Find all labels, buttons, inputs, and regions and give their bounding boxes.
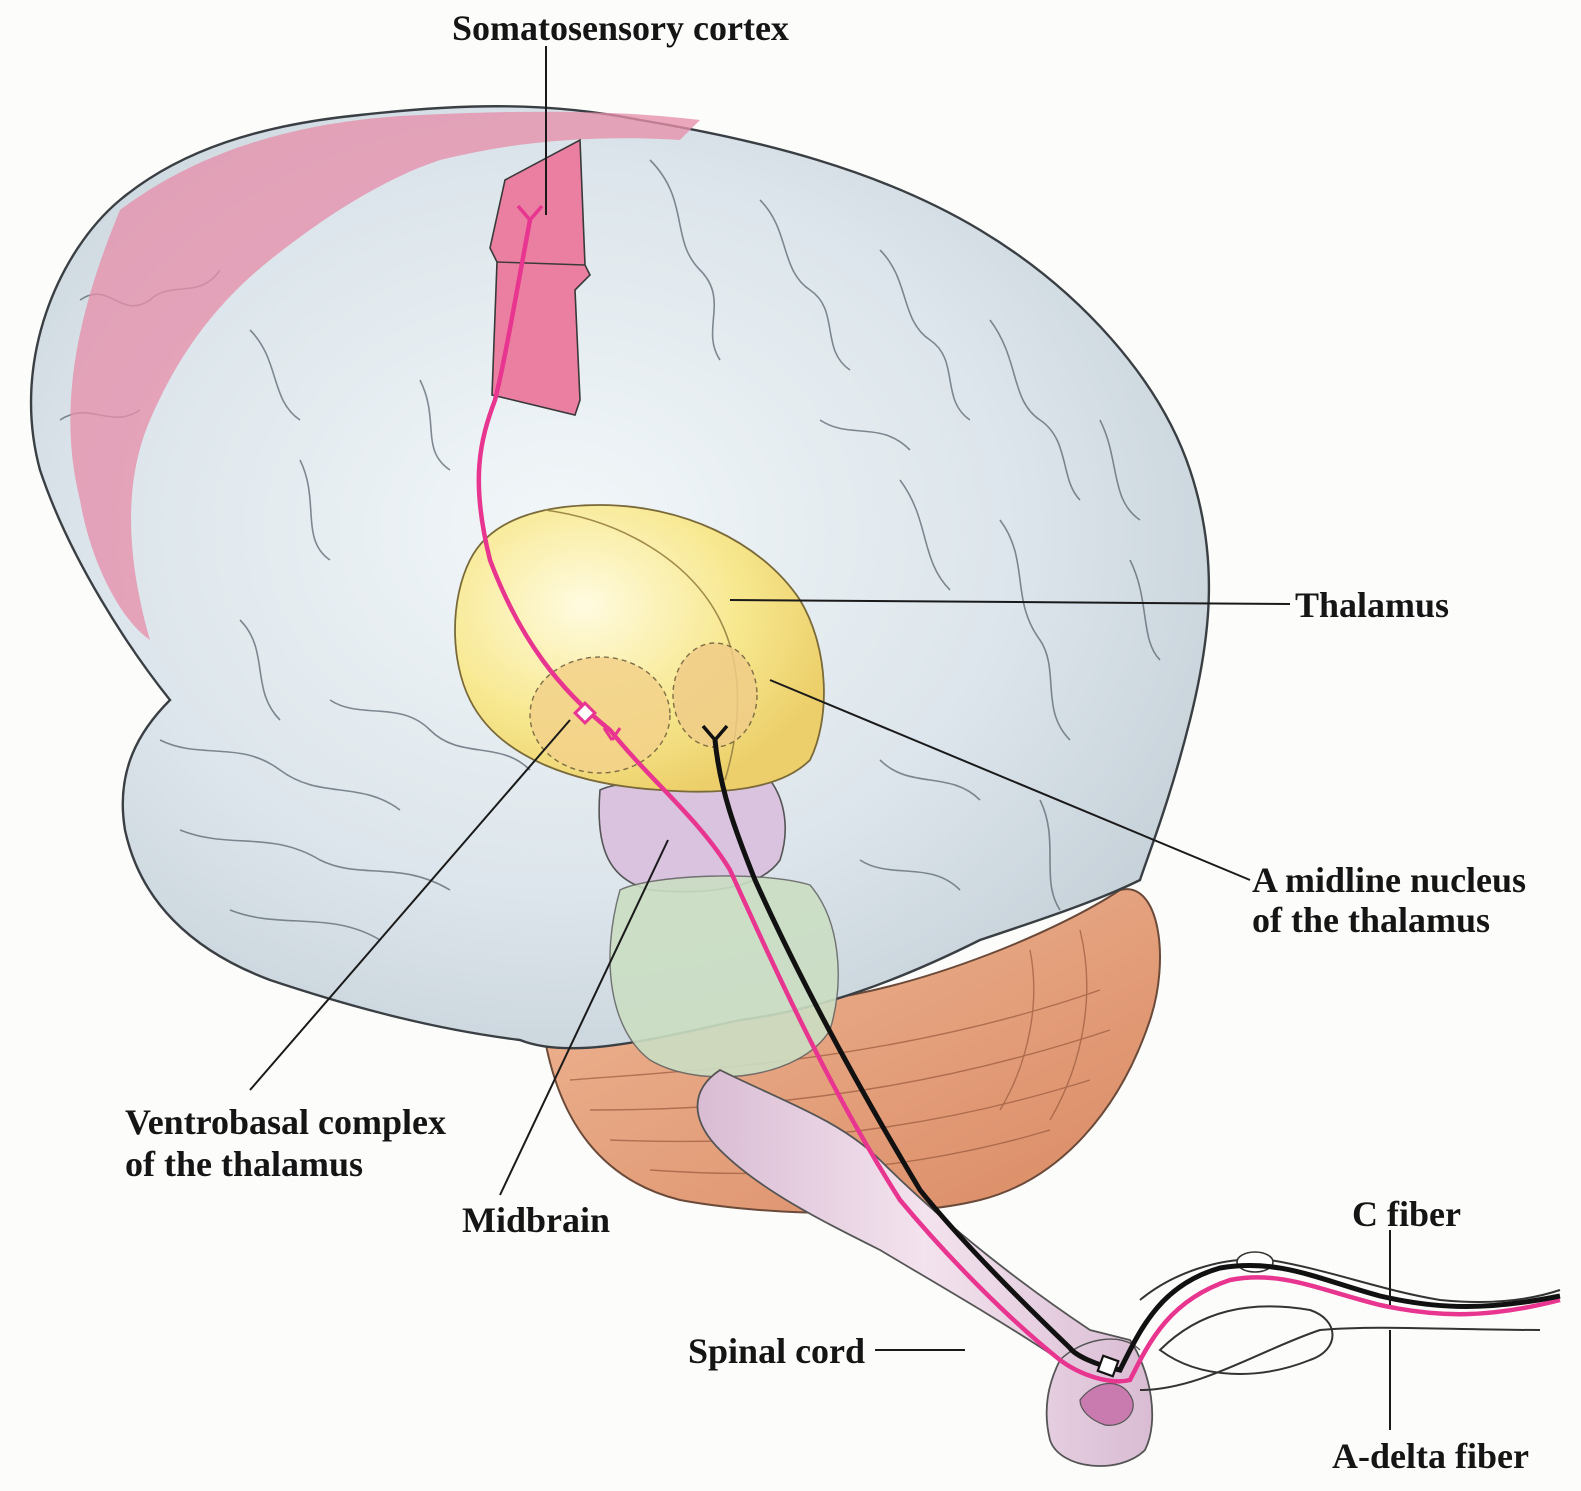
cortex-cut-section (490, 140, 590, 415)
label-ventrobasal-line1: Ventrobasal complex (125, 1102, 446, 1142)
label-somatosensory-cortex: Somatosensory cortex (452, 8, 789, 48)
spinal-nerve (1140, 1259, 1560, 1390)
label-midline-nucleus-line1: A midline nucleus (1252, 860, 1526, 900)
label-ventrobasal-line2: of the thalamus (125, 1144, 363, 1184)
dorsal-root-ganglion (1237, 1252, 1273, 1272)
label-a-delta-fiber: A-delta fiber (1332, 1436, 1529, 1476)
midbrain (599, 778, 785, 892)
midline-nucleus (673, 643, 757, 747)
label-midline-nucleus-line2: of the thalamus (1252, 900, 1490, 940)
label-midbrain: Midbrain (462, 1200, 610, 1240)
label-thalamus: Thalamus (1295, 585, 1449, 625)
label-c-fiber: C fiber (1352, 1194, 1461, 1234)
label-spinal-cord: Spinal cord (688, 1331, 865, 1371)
